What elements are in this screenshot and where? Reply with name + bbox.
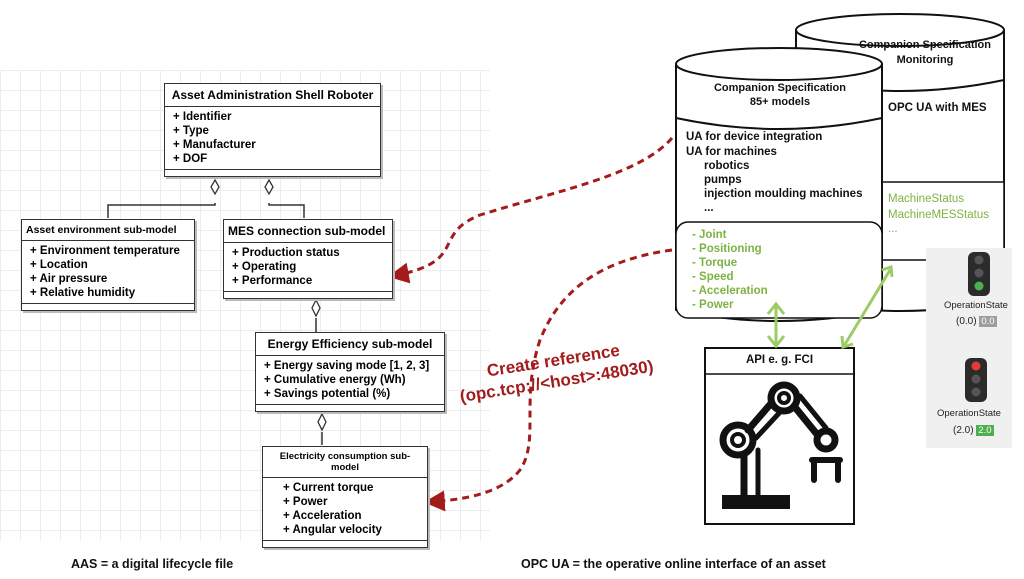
ua-line: UA for device integration (686, 131, 823, 143)
green-item: MachineMESStatus (888, 209, 989, 221)
mes-submodel-box: MES connection sub-model + Production st… (223, 219, 393, 299)
green-item: - Positioning (692, 243, 762, 255)
green-item: - Speed (692, 271, 734, 283)
api-label: API e. g. FCI (745, 354, 814, 366)
cylinder-companion-spec (675, 47, 883, 322)
environment-submodel-title: Asset environment sub-model (22, 220, 194, 241)
mes-submodel-title: MES connection sub-model (224, 220, 392, 243)
companion-title-line-2: 85+ models (749, 96, 811, 108)
environment-attributes: + Environment temperature + Location + A… (22, 241, 194, 303)
attribute: + Cumulative energy (Wh) (264, 374, 406, 386)
attribute: + Power (283, 496, 328, 508)
attribute: + Acceleration (283, 510, 362, 522)
operation-state-reading: (2.0) (953, 425, 974, 436)
reference-arrow-mes (387, 137, 674, 284)
arrow-api-back (842, 269, 892, 347)
operation-state-label: OperationState (937, 408, 1001, 419)
attribute: + Location (30, 259, 88, 271)
monitoring-cylinder-title: Companion Specification Monitoring (850, 39, 1000, 66)
connector-main-mes (268, 203, 305, 218)
operation-state-value: (2.0) 2.0 (953, 425, 994, 436)
green-item: - Power (692, 299, 734, 311)
electricity-attributes: + Current torque + Power + Acceleration … (263, 478, 427, 540)
ua-subline: robotics (704, 160, 750, 172)
uml-diamonds (210, 178, 327, 432)
attribute: + Performance (232, 275, 313, 287)
attribute: + Air pressure (30, 273, 108, 285)
attribute: + Savings potential (%) (264, 388, 391, 400)
operation-state-value: (0.0) 0.0 (956, 316, 997, 327)
aas-main-box: Asset Administration Shell Roboter + Ide… (164, 83, 381, 177)
green-double-arrows (766, 264, 894, 349)
environment-submodel-box: Asset environment sub-model + Environmen… (21, 219, 195, 311)
energy-attributes: + Energy saving mode [1, 2, 3] + Cumulat… (256, 356, 444, 404)
green-item: - Joint (692, 229, 727, 241)
attribute: + Environment temperature (30, 245, 180, 257)
reference-arrows (387, 137, 674, 512)
uml-connectors (107, 203, 323, 445)
diamond-4 (317, 412, 327, 432)
ua-subline: pumps (704, 174, 742, 186)
operation-state-reading: (0.0) (956, 316, 977, 327)
operation-state-badge: 2.0 (976, 425, 994, 436)
reference-arrow-electricity (423, 248, 673, 512)
ua-line: UA for machines (686, 146, 777, 158)
attribute: + Angular velocity (283, 524, 382, 536)
diamond-1 (210, 178, 220, 196)
attribute: + Energy saving mode [1, 2, 3] (264, 360, 430, 372)
energy-submodel-box: Energy Efficiency sub-model + Energy sav… (255, 332, 445, 412)
electricity-footer (263, 540, 427, 547)
electricity-submodel-title: Electricity consumption sub-model (263, 447, 427, 478)
mes-attributes: + Production status + Operating + Perfor… (224, 243, 392, 291)
attribute: + DOF (173, 153, 208, 165)
monitoring-title-line-2: Monitoring (896, 54, 954, 66)
green-item: MachineStatus (888, 193, 965, 205)
companion-cylinder-title: Companion Specification 85+ models (700, 82, 860, 108)
monitoring-title-line-1: Companion Specification (858, 39, 991, 51)
aas-main-footer (165, 169, 380, 176)
attribute: + Production status (232, 247, 340, 259)
energy-footer (256, 404, 444, 411)
green-item: - Acceleration (692, 285, 768, 297)
connector-main-environment (107, 203, 216, 218)
green-item: - Torque (692, 257, 738, 269)
environment-footer (22, 303, 194, 310)
green-item: ... (888, 223, 898, 235)
operation-state-badge: 0.0 (979, 316, 997, 327)
attribute: + Type (173, 125, 209, 137)
attribute: + Relative humidity (30, 287, 136, 299)
robot-arm-icon (719, 381, 843, 509)
attribute: + Operating (232, 261, 297, 273)
caption-opcua: OPC UA = the operative online interface … (521, 557, 826, 571)
diamond-3 (311, 298, 321, 318)
caption-aas: AAS = a digital lifecycle file (71, 557, 234, 571)
operation-state-label: OperationState (944, 300, 1008, 311)
ua-subline: ... (704, 202, 714, 214)
electricity-submodel-box: Electricity consumption sub-model + Curr… (262, 446, 428, 548)
ua-subline: injection moulding machines (704, 188, 863, 200)
mes-footer (224, 291, 392, 298)
aas-main-attributes: + Identifier + Type + Manufacturer + DOF (165, 107, 380, 169)
attribute: + Manufacturer (173, 139, 256, 151)
opcua-mes-label: OPC UA with MES (888, 102, 987, 114)
diamond-2 (264, 178, 274, 196)
energy-submodel-title: Energy Efficiency sub-model (256, 333, 444, 356)
attribute: + Current torque (283, 482, 374, 494)
attribute: + Identifier (173, 111, 232, 123)
aas-main-title: Asset Administration Shell Roboter (165, 84, 380, 107)
companion-title-line-1: Companion Specification (713, 82, 846, 94)
